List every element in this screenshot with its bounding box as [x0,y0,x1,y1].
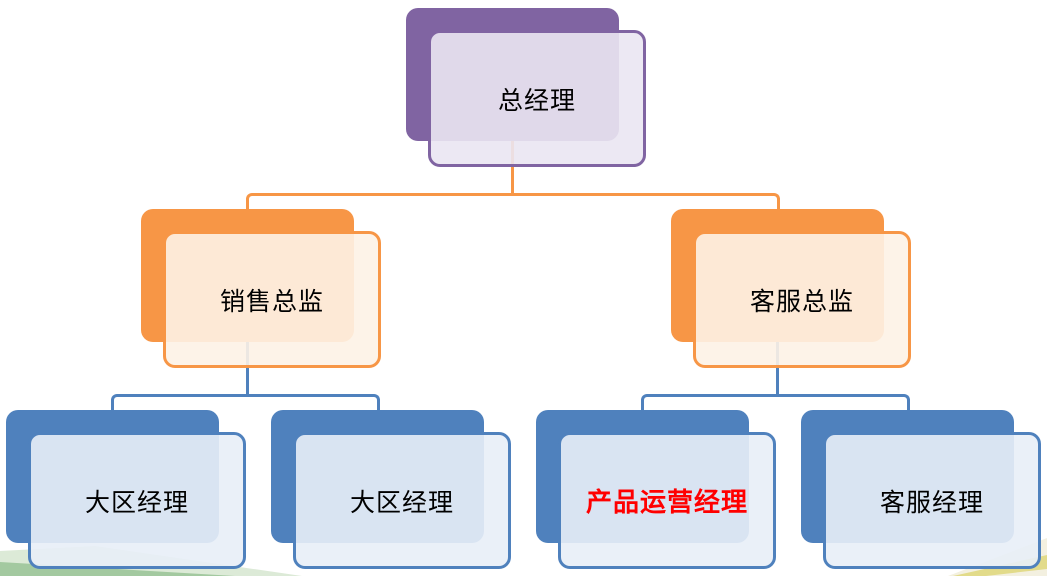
org-node-product-operations-manager[interactable]: 产品运营经理 [536,410,776,569]
node-label: 大区经理 [349,487,454,517]
org-node-regional-manager-2[interactable]: 大区经理 [271,410,511,569]
node-front-card: 大区经理 [28,432,246,569]
node-label: 总经理 [497,85,576,115]
node-front-card: 产品运营经理 [558,432,776,569]
node-front-card: 客服总监 [693,231,911,368]
node-label: 客服总监 [749,286,854,316]
node-label-emphasized: 产品运营经理 [585,488,748,518]
node-label: 客服经理 [879,487,984,517]
node-front-card: 客服经理 [823,432,1041,569]
org-node-service-director[interactable]: 客服总监 [671,209,911,368]
connector-service-branch [641,394,910,411]
node-front-card: 销售总监 [163,231,381,368]
org-node-service-manager[interactable]: 客服经理 [801,410,1041,569]
node-label: 销售总监 [219,286,324,316]
org-node-general-manager[interactable]: 总经理 [406,8,646,167]
connector-sales-branch [111,394,380,411]
node-front-card: 总经理 [428,30,646,167]
org-node-sales-director[interactable]: 销售总监 [141,209,381,368]
connector-gm-branch [246,193,780,210]
org-node-regional-manager-1[interactable]: 大区经理 [6,410,246,569]
node-front-card: 大区经理 [293,432,511,569]
node-label: 大区经理 [84,487,189,517]
